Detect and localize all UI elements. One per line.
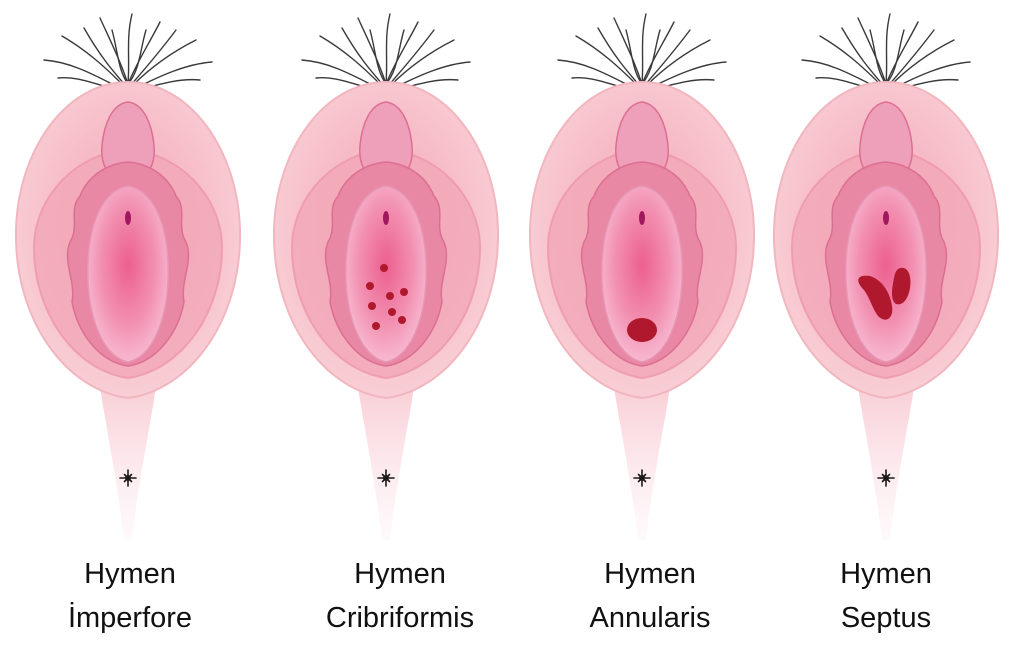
label-line-2: İmperfore <box>67 602 193 634</box>
hair-strand <box>613 17 643 85</box>
label-hymen-imperfore: Hymen İmperfore <box>10 552 250 640</box>
pubic-hair <box>43 13 213 91</box>
hymen-imperfore-illustration <box>14 13 242 540</box>
hair-strand <box>385 21 419 85</box>
urethral-opening <box>883 211 889 225</box>
hair-strand <box>625 29 643 85</box>
hair-strand <box>127 29 147 85</box>
anus-center <box>125 474 132 481</box>
label-line-2: Cribriformis <box>325 602 475 634</box>
hair-strand <box>885 13 891 85</box>
hair-strand <box>385 13 391 85</box>
hair-strand <box>369 29 387 85</box>
label-line-2: Septus <box>840 602 932 634</box>
anus <box>119 469 137 487</box>
vestibule <box>345 185 427 363</box>
perineum <box>610 360 674 540</box>
hair-strand <box>641 21 675 85</box>
cribriform-hole <box>380 264 388 272</box>
hymen-septus-illustration <box>772 13 1000 540</box>
hair-strand <box>111 29 129 85</box>
label-hymen-annularis: Hymen Annularis <box>530 552 770 640</box>
cribriform-hole <box>372 322 380 330</box>
hair-strand <box>641 29 661 85</box>
cribriform-hole <box>398 316 406 324</box>
hair-strand <box>885 29 905 85</box>
hair-strand <box>389 39 455 87</box>
hair-strand <box>61 35 125 87</box>
label-line-2: Annularis <box>589 602 711 634</box>
pubic-hair <box>301 13 471 91</box>
pubic-hair <box>557 13 727 91</box>
hair-strand <box>887 29 935 87</box>
anus <box>377 469 395 487</box>
hair-strand <box>127 21 161 85</box>
hair-strand <box>357 17 387 85</box>
urethral-opening <box>639 211 645 225</box>
hair-strand <box>857 17 887 85</box>
hair-strand <box>643 29 691 87</box>
anus-center <box>883 474 890 481</box>
hair-strand <box>597 27 641 87</box>
septate-opening-left <box>858 275 893 320</box>
urethral-opening <box>383 211 389 225</box>
cribriform-hole <box>368 302 376 310</box>
hair-strand <box>129 29 177 87</box>
hair-strand <box>885 21 919 85</box>
anus-center <box>639 474 646 481</box>
hair-strand <box>841 27 885 87</box>
hair-strand <box>641 13 647 85</box>
hair-strand <box>341 27 385 87</box>
hair-strand <box>645 39 711 87</box>
annular-opening <box>627 318 657 342</box>
label-hymen-septus: Hymen Septus <box>766 552 1006 640</box>
cribriform-hole <box>366 282 374 290</box>
hair-strand <box>819 35 883 87</box>
cribriform-hole <box>386 292 394 300</box>
hair-strand <box>575 35 639 87</box>
perineum <box>354 360 418 540</box>
label-line-1: Hymen <box>84 558 176 590</box>
anus-center <box>383 474 390 481</box>
anus <box>633 469 651 487</box>
label-line-1: Hymen <box>604 558 696 590</box>
urethral-opening <box>125 211 131 225</box>
septate-opening-right <box>892 267 911 305</box>
hair-strand <box>83 27 127 87</box>
hymen-annularis-illustration <box>528 13 756 540</box>
label-line-1: Hymen <box>840 558 932 590</box>
hair-strand <box>127 13 133 85</box>
label-hymen-cribriformis: Hymen Cribriformis <box>280 552 520 640</box>
hair-strand <box>869 29 887 85</box>
hair-strand <box>131 39 197 87</box>
hair-strand <box>385 29 405 85</box>
hair-strand <box>319 35 383 87</box>
vestibule <box>87 185 169 363</box>
vestibule <box>845 185 927 363</box>
hair-strand <box>387 29 435 87</box>
cribriform-hole <box>400 288 408 296</box>
anus <box>877 469 895 487</box>
cribriform-hole <box>388 308 396 316</box>
hair-strand <box>889 39 955 87</box>
pubic-hair <box>801 13 971 91</box>
hair-strand <box>99 17 129 85</box>
perineum <box>854 360 918 540</box>
hymen-cribriformis-illustration <box>272 13 500 540</box>
perineum <box>96 360 160 540</box>
label-line-1: Hymen <box>354 558 446 590</box>
vestibule <box>601 185 683 363</box>
